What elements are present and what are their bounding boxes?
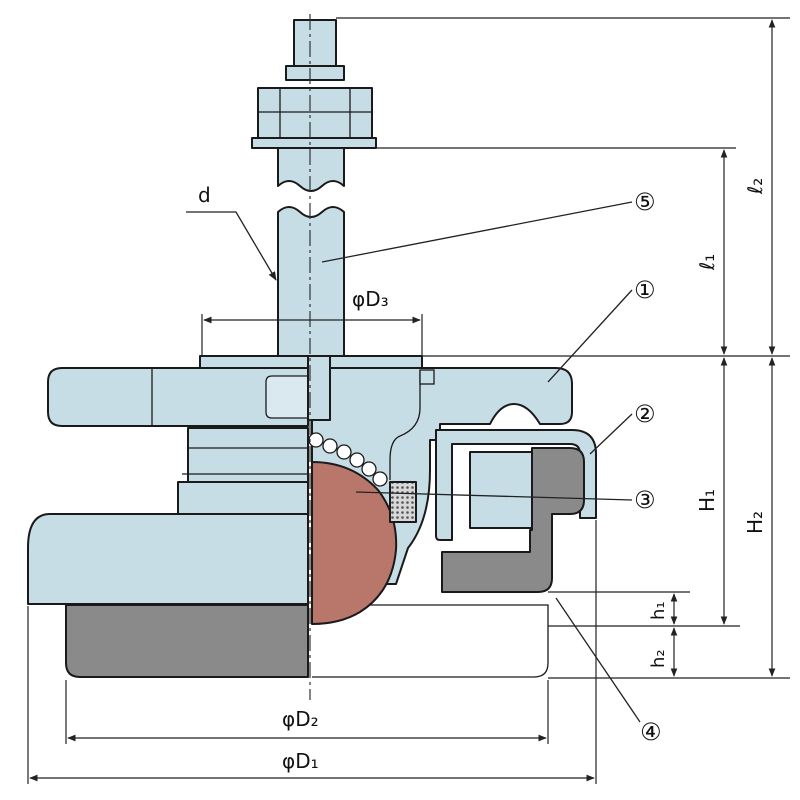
base-ring-left xyxy=(177,481,309,515)
bolt-washer xyxy=(285,65,345,81)
bearing-balls xyxy=(308,432,388,487)
rubber-pad-left xyxy=(65,604,309,678)
cover-cap-inner xyxy=(469,451,535,529)
label-phiD2: φD₂ xyxy=(282,707,319,731)
rubber-cushion xyxy=(441,447,585,593)
label-phiD1: φD₁ xyxy=(282,749,319,773)
top-plate-left xyxy=(47,367,309,427)
label-H2: H₂ xyxy=(743,511,767,534)
nut-washer xyxy=(251,137,377,149)
rubber-pad xyxy=(65,604,549,678)
label-l2: ℓ₂ xyxy=(743,178,767,195)
bolt-lower-section xyxy=(307,355,331,421)
base-flange-left xyxy=(27,513,309,605)
bolt-tip xyxy=(293,19,337,69)
rubber-cushion-shape xyxy=(441,447,585,593)
retainer-block xyxy=(389,481,417,523)
label-l1: ℓ₁ xyxy=(695,254,719,271)
top-plate-inner-right xyxy=(389,370,421,480)
bolt-shank-lower xyxy=(277,206,345,357)
label-h1: h₁ xyxy=(648,601,669,620)
hex-nut xyxy=(257,87,373,141)
label-phiD3: φD₃ xyxy=(352,287,389,311)
cover-cap-shape xyxy=(435,429,597,541)
base-housing xyxy=(27,427,309,605)
top-plate-inner-step xyxy=(265,375,308,419)
callout-1: ① xyxy=(634,276,656,304)
label-H1: H₁ xyxy=(695,489,719,512)
leader-lines xyxy=(186,201,641,723)
spherical-seat xyxy=(311,461,398,625)
label-h2: h₂ xyxy=(648,649,669,668)
callouts: ⑤ ① ② ③ ④ xyxy=(634,188,662,746)
callout-3: ③ xyxy=(634,486,656,514)
callout-2: ② xyxy=(634,400,656,428)
callout-5: ⑤ xyxy=(634,188,656,216)
label-d: d xyxy=(198,183,211,207)
bolt-shank-upper xyxy=(277,147,345,192)
cover-cap xyxy=(435,429,597,541)
labels: d φD₃ φD₂ φD₁ H₁ H₂ h₁ h₂ ℓ₁ ℓ₂ xyxy=(198,178,767,773)
callout-4: ④ xyxy=(640,718,662,746)
rubber-pad-right-outline xyxy=(312,604,549,678)
upper-ring-left xyxy=(187,427,309,483)
dimension-lines xyxy=(27,17,790,784)
